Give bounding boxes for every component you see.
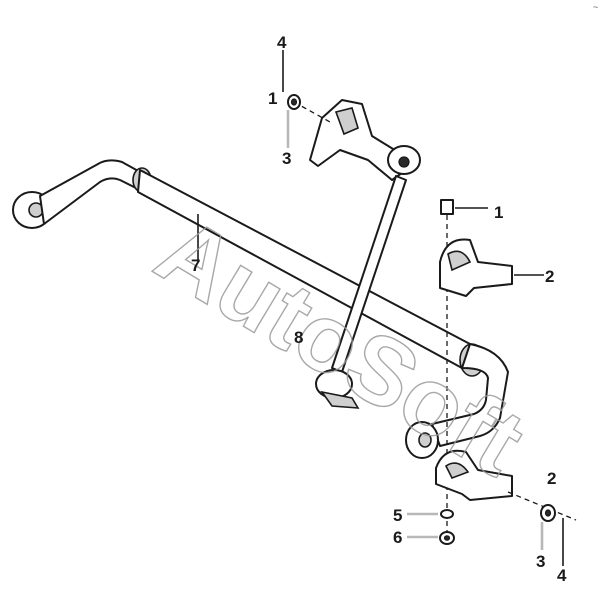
- callout-lower-clamp: 2: [547, 469, 556, 488]
- callout-upper-clamp: 2: [545, 267, 554, 286]
- corner-mark: ~: [593, 2, 598, 12]
- sensor-link: [309, 99, 421, 409]
- bar-left-arm: [39, 159, 141, 225]
- lower-clamp-bushing: [444, 462, 470, 480]
- callout-top-washer: 1: [268, 89, 277, 108]
- callout-stabilizer-bar: 8: [294, 328, 303, 347]
- callout-top-nut: 3: [282, 149, 291, 168]
- link-upper-joint-pin: [398, 156, 410, 168]
- link-top-bracket: [309, 99, 407, 181]
- top-washer-hole: [290, 98, 298, 106]
- callout-lower-nut: 3: [536, 552, 545, 571]
- top-hardware-axis: [293, 101, 331, 123]
- callout-sensor-link: 7: [191, 256, 200, 275]
- washer-5: [440, 509, 454, 519]
- upper-clamp-assembly: [439, 199, 513, 540]
- callout-nut-6: 6: [393, 528, 402, 547]
- upper-clamp-bushing: [447, 250, 472, 272]
- lower-hardware-axis: [507, 491, 577, 521]
- lower-clamp-assembly: [435, 449, 513, 501]
- nut-6-hole: [443, 535, 451, 541]
- lower-nut-hole: [544, 509, 552, 517]
- callout-lower-bolt: 4: [557, 566, 567, 585]
- stabilizer-bar: [12, 159, 509, 459]
- bar-right-eye-hole: [418, 432, 432, 448]
- callout-washer-5: 5: [393, 506, 402, 525]
- callout-upper-bolt: 1: [494, 203, 503, 222]
- link-lower-mount: [320, 390, 360, 409]
- link-bracket-plate: [334, 107, 359, 136]
- bar-right-arm: [431, 343, 509, 447]
- callout-top-bolt: 4: [277, 33, 287, 52]
- upper-bolt-head: [440, 199, 454, 215]
